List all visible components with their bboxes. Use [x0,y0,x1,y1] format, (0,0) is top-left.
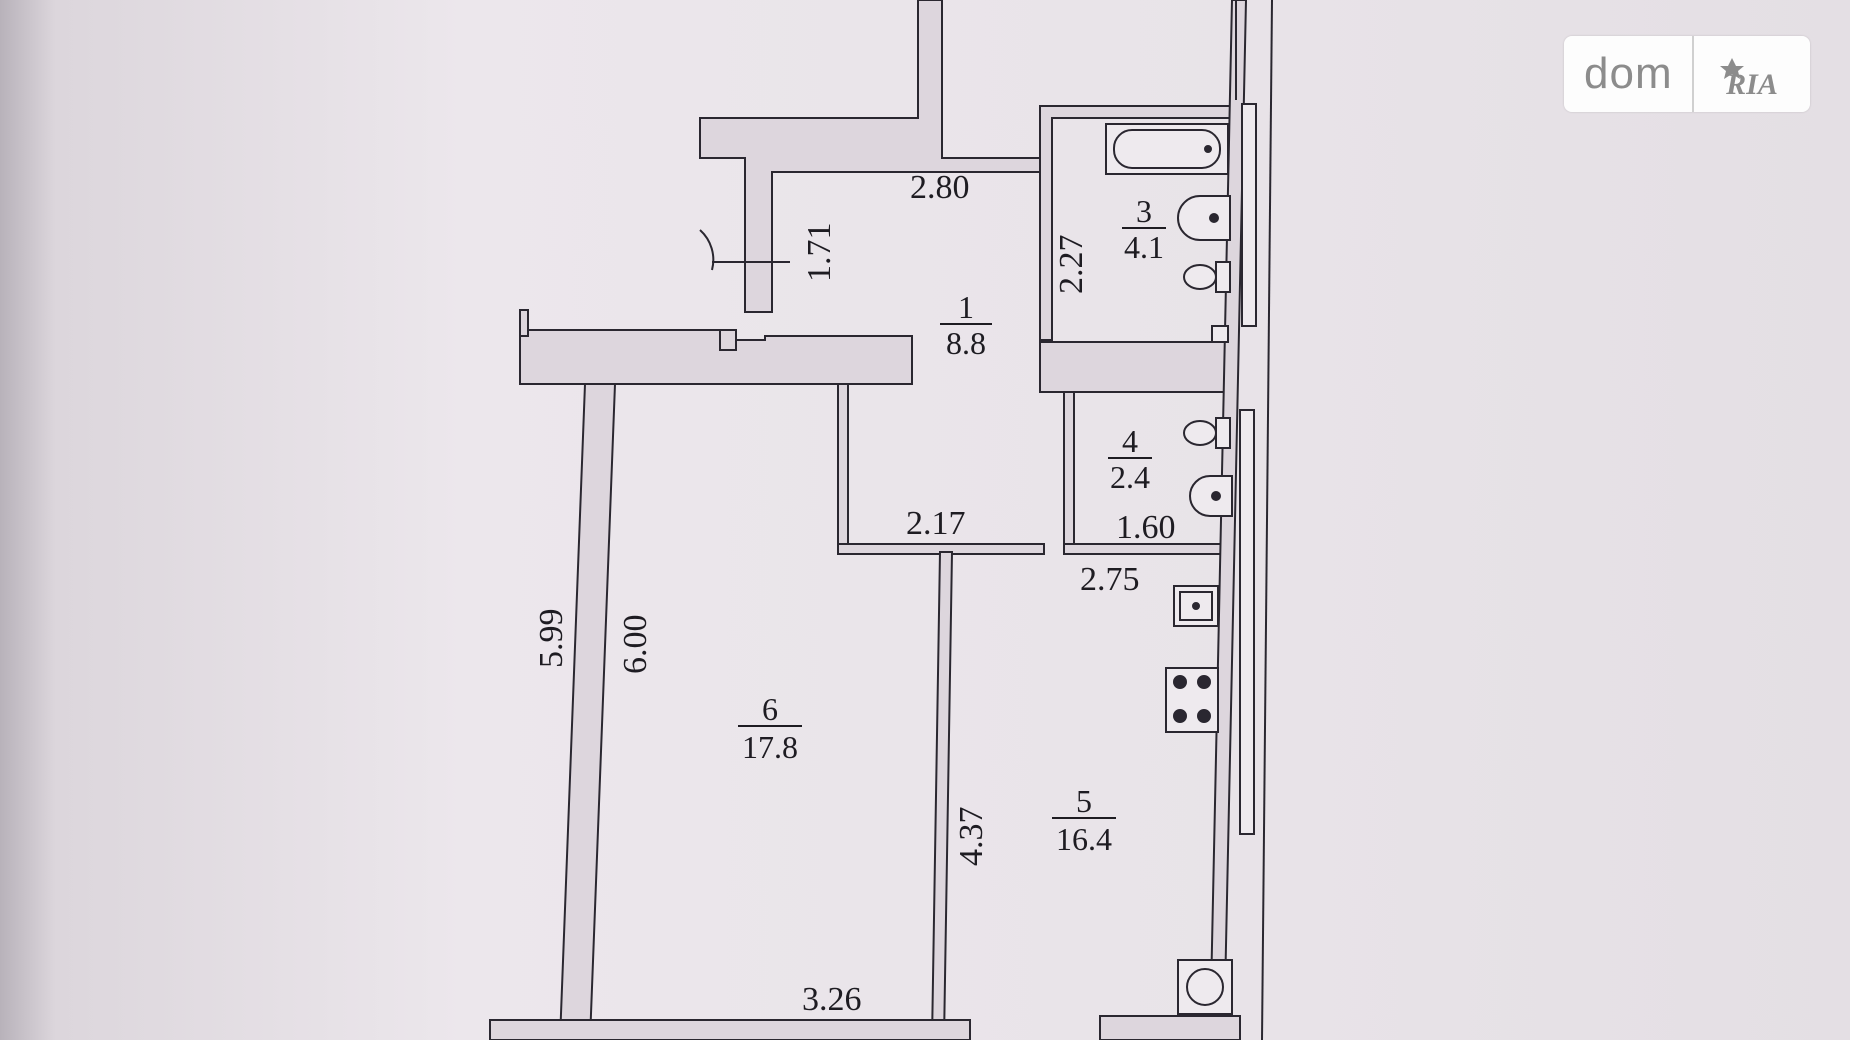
windows [1239,103,1257,835]
wall-corridor-left [837,383,849,553]
watermark-text: dom [1584,49,1673,98]
room-number: 3 [1136,193,1152,229]
toilet-wc-icon [1183,417,1231,449]
room-area: 16.4 [1056,821,1112,857]
room-label-5: 5 16.4 [1052,783,1116,857]
room-area: 2.4 [1110,459,1150,495]
room-label-4: 4 2.4 [1108,423,1152,495]
room-number: 4 [1122,423,1138,459]
dim-room-inner-length: 6.00 [617,615,654,675]
outer-lines [519,0,1273,1040]
wall-wc-left [1063,391,1075,547]
wall-cap [519,309,529,337]
room-area: 17.8 [742,729,798,765]
stove-icon [1165,667,1219,733]
bathtub-icon [1105,123,1229,175]
dim-hall-width: 2.80 [910,169,970,206]
boiler-icon [1177,959,1233,1015]
room-number: 6 [762,691,778,727]
wall-hall-bottom [519,329,913,385]
room-number: 5 [1076,783,1092,819]
wc-sink-icon [1189,475,1233,517]
window-bathroom [1241,103,1257,327]
wall-bottom-right [1099,1015,1241,1040]
window-kitchen [1239,409,1255,835]
watermark: dom RIA [1564,36,1810,112]
watermark-logo: RIA [1720,58,1778,101]
sink-icon [1177,195,1231,241]
dim-hall-length: 1.71 [801,223,838,283]
room-label-6: 6 17.8 [738,691,802,765]
wall-kitchen-left [930,551,954,1040]
wall-bottom-left [489,1019,971,1040]
room-label-1: 1 8.8 [940,289,992,361]
dim-room-width: 3.26 [802,981,862,1018]
watermark-divider [1692,36,1694,112]
room-area: 4.1 [1124,229,1164,265]
kitchen-sink-icon [1173,585,1219,627]
dim-bath-length: 2.27 [1053,235,1090,295]
wall-room6-left [558,383,617,1040]
toilet-icon [1183,261,1231,293]
door-swing [699,229,790,351]
room-number: 1 [958,289,974,325]
dim-kitchen-length: 4.37 [953,807,990,867]
star-icon [1720,58,1744,79]
dim-wc-width: 1.60 [1116,509,1176,546]
room-label-3: 3 4.1 [1122,193,1166,265]
dim-corridor-width: 2.17 [906,505,966,542]
fixtures [1105,123,1233,1015]
shaft-icon [1211,325,1229,343]
room-area: 8.8 [946,325,986,361]
dim-kitchen-width: 2.75 [1080,561,1140,598]
dim-room-outer-length: 5.99 [533,609,570,669]
watermark-brand: RIA [1725,68,1778,101]
walls [489,0,1248,1040]
wall-bath-bottom [1039,341,1237,393]
